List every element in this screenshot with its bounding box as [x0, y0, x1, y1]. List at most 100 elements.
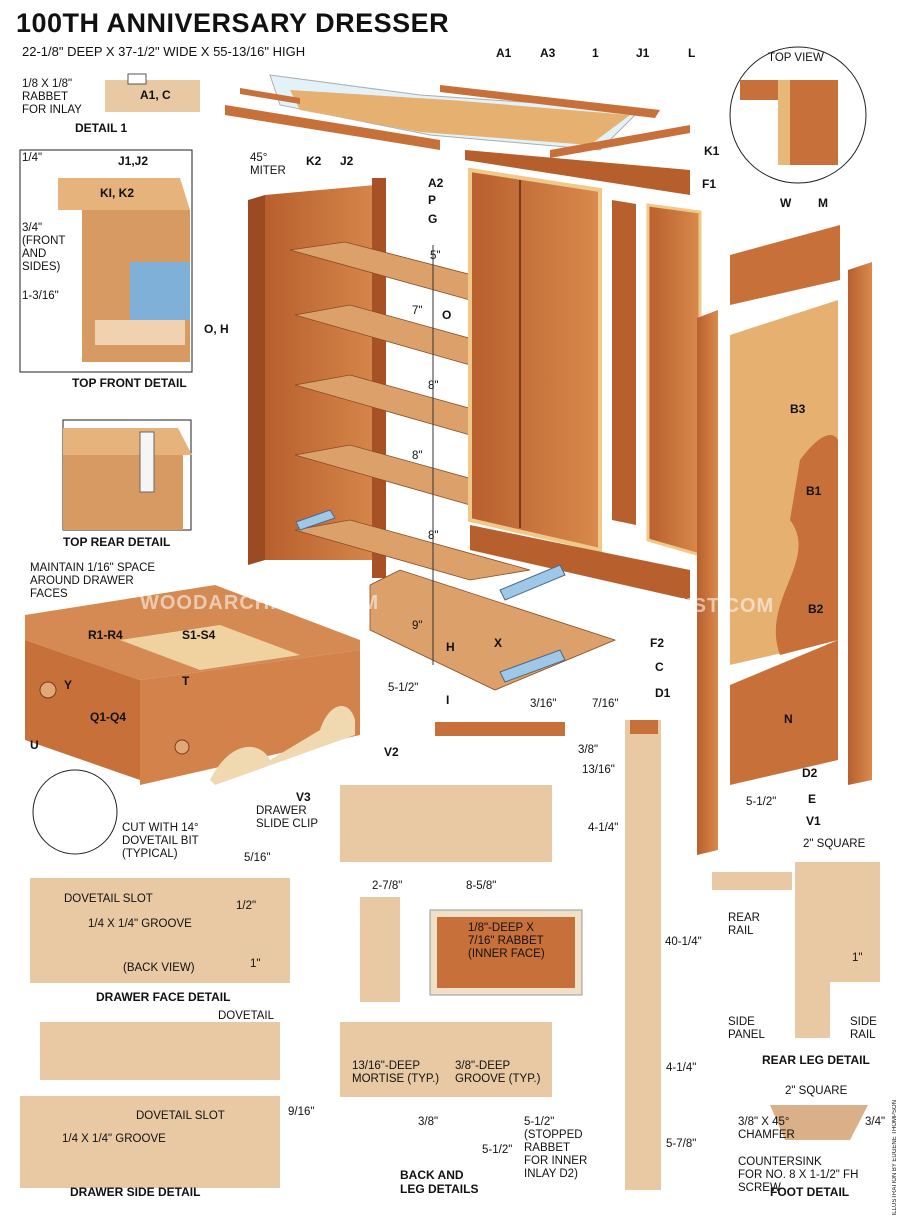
note-back-view: (BACK VIEW): [123, 962, 195, 974]
part-o: O: [442, 308, 452, 322]
back-panels: [468, 167, 702, 600]
foot-detail: [770, 1105, 868, 1140]
top-view-circle: [729, 46, 867, 184]
part-a1-c: A1, C: [140, 88, 171, 102]
note-dovetail-bit: CUT WITH 14° DOVETAIL BIT (TYPICAL): [122, 822, 199, 860]
note-dovetail-slot: DOVETAIL SLOT: [64, 893, 153, 905]
part-b2: B2: [808, 602, 824, 616]
dim-quarter: 1/4": [22, 152, 43, 164]
note-slide-clip: DRAWER SLIDE CLIP: [256, 805, 318, 830]
note-front-sides: 3/4" (FRONT AND SIDES): [22, 222, 66, 273]
note-chamfer: 3/8" X 45° CHAMFER: [738, 1116, 795, 1141]
note-dovetail-slot-2: DOVETAIL SLOT: [136, 1110, 225, 1122]
dim-1: 1": [250, 958, 261, 970]
rear-leg-detail: [712, 862, 880, 1038]
part-k2: K2: [306, 154, 322, 168]
detail-1: [105, 73, 200, 112]
dim-5-1-2-c: 5-1/2": [746, 796, 777, 808]
part-k1-k2: KI, K2: [100, 186, 135, 200]
part-j1-j2: J1,J2: [118, 154, 149, 168]
dim-1-3-16: 1-3/16": [22, 290, 59, 302]
part-q1-q4: Q1-Q4: [90, 710, 127, 724]
note-side-rail: SIDE RAIL: [850, 1016, 877, 1041]
dim-3-8-b: 3/8": [418, 1116, 439, 1128]
note-stopped-rabbet: 5-1/2" (STOPPED RABBET FOR INNER INLAY D…: [524, 1116, 588, 1180]
part-j1: J1: [636, 46, 650, 60]
note-groove-2: 1/4 X 1/4" GROOVE: [62, 1133, 166, 1145]
dim-9-16: 9/16": [288, 1106, 315, 1118]
leg-detail: [625, 720, 661, 1190]
caption-foot: FOOT DETAIL: [770, 1185, 850, 1199]
dim-9: 9": [412, 620, 423, 632]
dim-8-5-8: 8-5/8": [466, 880, 497, 892]
dim-8a: 8": [428, 380, 439, 392]
side-panels: [730, 225, 840, 785]
illustration-credit: ILLUSTRATION BY EUGENE THOMPSON: [892, 1100, 898, 1216]
note-rabbet-inlay: 1/8 X 1/8" RABBET FOR INLAY: [22, 78, 82, 116]
note-side-panel: SIDE PANEL: [728, 1016, 765, 1041]
dim-3-16: 3/16": [530, 698, 557, 710]
note-miter: 45° MITER: [250, 152, 286, 177]
dim-3-4: 3/4": [865, 1116, 886, 1128]
dim-2-7-8: 2-7/8": [372, 880, 403, 892]
note-groove-deep: 3/8"-DEEP GROOVE (TYP.): [455, 1060, 541, 1085]
part-w: W: [780, 196, 792, 210]
drawer: [25, 585, 360, 785]
note-two-square: 2" SQUARE: [803, 838, 866, 850]
drawer-face-detail: [20, 769, 290, 1188]
part-m: M: [818, 196, 828, 210]
note-dovetail: DOVETAIL: [218, 1010, 275, 1022]
callout-1: 1: [592, 46, 599, 60]
note-rear-rail: REAR RAIL: [728, 912, 760, 937]
part-i: I: [446, 693, 450, 707]
dim-7: 7": [412, 305, 423, 317]
caption-top-view: TOP VIEW: [768, 52, 824, 64]
part-j2: J2: [340, 154, 354, 168]
part-g: G: [428, 212, 438, 226]
legs: [697, 262, 872, 855]
dim-half: 1/2": [236, 900, 257, 912]
dim-5-16: 5/16": [244, 852, 271, 864]
part-t: T: [182, 674, 190, 688]
dim-13-16: 13/16": [582, 764, 615, 776]
caption-top-front: TOP FRONT DETAIL: [72, 376, 187, 390]
part-a2: A2: [428, 176, 444, 190]
caption-detail1: DETAIL 1: [75, 121, 128, 135]
part-a1: A1: [496, 46, 512, 60]
note-countersink: COUNTERSINK FOR NO. 8 X 1-1/2" FH SCREW: [738, 1156, 859, 1194]
part-h: H: [446, 640, 455, 654]
part-v3: V3: [296, 790, 311, 804]
note-maintain-space: MAINTAIN 1/16" SPACE AROUND DRAWER FACES: [30, 562, 156, 600]
dim-5-1-2: 5-1/2": [388, 682, 419, 694]
part-e: E: [808, 792, 817, 806]
part-x: X: [494, 636, 503, 650]
top-rear-detail: [62, 419, 192, 531]
part-d1: D1: [655, 686, 671, 700]
part-a3: A3: [540, 46, 556, 60]
caption-back-leg: BACK AND LEG DETAILS: [400, 1168, 479, 1196]
part-d2: D2: [802, 766, 818, 780]
page-subtitle: 22-1/8" DEEP X 37-1/2" WIDE X 55-13/16" …: [22, 44, 306, 59]
dim-5: 5": [430, 250, 441, 262]
part-b1: B1: [806, 484, 822, 498]
rail-profiles: [340, 722, 583, 1097]
watermark-left: WOODARCHIVIST.COM: [140, 592, 380, 614]
watermark-right: WOODARCHIVIST.COM: [535, 595, 775, 617]
part-o-h: O, H: [204, 322, 229, 336]
part-y: Y: [64, 678, 73, 692]
dim-4-1-4-b: 4-1/4": [666, 1062, 697, 1074]
dim-7-16: 7/16": [592, 698, 619, 710]
part-k1: K1: [704, 144, 720, 158]
note-mortise: 13/16"-DEEP MORTISE (TYP.): [352, 1060, 440, 1085]
dim-5-1-2-b: 5-1/2": [482, 1144, 513, 1156]
note-rabbet-inner: 1/8"-DEEP X 7/16" RABBET (INNER FACE): [468, 922, 545, 960]
caption-rear-leg: REAR LEG DETAIL: [762, 1053, 870, 1067]
part-s1-s4: S1-S4: [182, 628, 216, 642]
note-two-square-2: 2" SQUARE: [785, 1085, 848, 1097]
part-f2: F2: [650, 636, 665, 650]
page-title: 100TH ANNIVERSARY DRESSER: [16, 8, 450, 38]
part-n: N: [784, 712, 793, 726]
part-v1: V1: [806, 814, 821, 828]
dim-1-b: 1": [852, 952, 863, 964]
